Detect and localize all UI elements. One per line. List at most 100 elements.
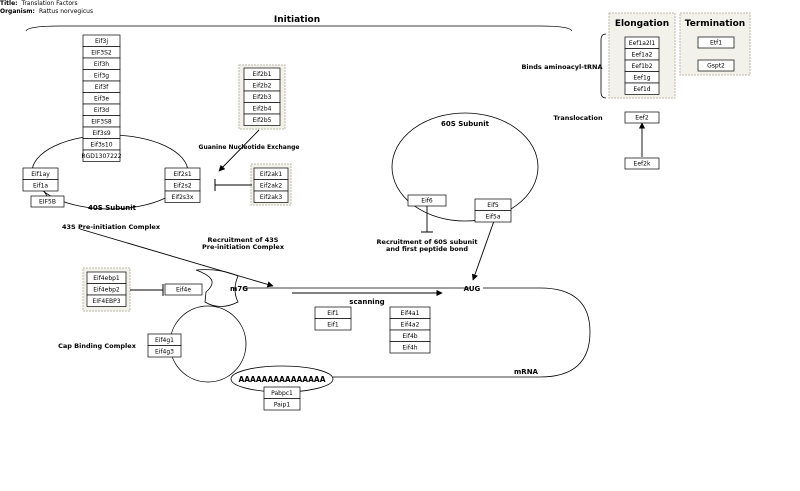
gene-label: Eif3s9 — [92, 130, 111, 137]
gene-box[interactable]: Eef1b2 — [624, 59, 660, 72]
gene-box[interactable]: Eif4ebp2 — [86, 283, 127, 296]
gene-box[interactable]: Eif4g3 — [147, 345, 182, 358]
gene-box[interactable]: Eif6 — [407, 194, 447, 207]
gene-label: Eif3s10 — [90, 141, 112, 148]
gene-box[interactable]: Eif3d — [82, 103, 121, 116]
gene-box[interactable]: Eif2s3x — [164, 190, 201, 203]
gene-box-frame — [86, 294, 127, 307]
initiation-heading: Initiation — [274, 15, 320, 25]
gene-label: Eif4ebp2 — [93, 286, 120, 293]
gene-box-frame — [697, 59, 735, 72]
gene-box[interactable]: Eif2b4 — [243, 102, 281, 115]
gene-box[interactable]: Eif5a — [474, 210, 512, 223]
gene-label: Eif5a — [485, 213, 500, 220]
gene-box-frame — [243, 113, 281, 126]
gene-box[interactable]: Eif3e — [82, 92, 121, 105]
subunit-60s-label: 60S Subunit — [441, 120, 490, 128]
gene-box[interactable]: Eef1g — [624, 71, 660, 84]
m7g-label: m7G — [230, 285, 248, 293]
gene-label: RGD1307222 — [81, 153, 121, 160]
gene-box[interactable]: EIF3S8 — [82, 115, 121, 128]
gene-box[interactable]: Eif2b1 — [243, 67, 281, 80]
gene-box[interactable]: Eif4e — [164, 283, 203, 296]
gene-boxes: Eif3jEIF3S2Eif3hEif3gEif3fEif3eEif3dEIF3… — [22, 34, 735, 411]
gene-box[interactable]: Eif1a — [22, 179, 59, 192]
gene-box[interactable]: Eif3s9 — [82, 126, 121, 139]
gene-box-frame — [624, 82, 660, 95]
gene-box[interactable]: Eif1ay — [22, 167, 59, 180]
gene-label: Eif4g1 — [155, 337, 174, 344]
gene-label: Eif1 — [327, 310, 339, 317]
gene-label: Eif6 — [421, 198, 433, 205]
gene-box[interactable]: Eif4ebp1 — [86, 271, 127, 284]
gene-box[interactable]: Eif2b5 — [243, 113, 281, 126]
organism-label: Organism: — [0, 8, 35, 15]
gene-box[interactable]: Eif2b2 — [243, 79, 281, 92]
gene-box[interactable]: Eif4a2 — [389, 318, 431, 331]
gene-box[interactable]: Eif4h — [389, 341, 431, 354]
gene-label: Eif4a1 — [401, 310, 420, 317]
gene-box[interactable]: Eif1 — [314, 318, 352, 331]
gene-label: Eef1a2 — [632, 51, 653, 58]
gene-label: Eef2k — [634, 161, 651, 168]
gene-box[interactable]: Eif2s1 — [164, 167, 201, 180]
gene-box-frame — [164, 190, 201, 203]
gene-box[interactable]: Gspt2 — [697, 59, 735, 72]
gene-box[interactable]: Etf1 — [697, 36, 735, 49]
gene-label: Eif3e — [94, 95, 109, 102]
gene-box[interactable]: Eef1a2 — [624, 48, 660, 61]
gene-box[interactable]: Eif2ak2 — [253, 179, 289, 192]
cap-binding-label: Cap Binding Complex — [58, 342, 137, 350]
gene-box[interactable]: Eif2b3 — [243, 90, 281, 103]
gene-box[interactable]: Eif2ak1 — [253, 167, 289, 180]
elongation-heading: Elongation — [615, 19, 669, 29]
recruit-60s-arrow — [471, 220, 495, 281]
gene-box[interactable]: Eef1a2l1 — [624, 36, 660, 49]
gene-box[interactable]: EIF4EBP3 — [86, 294, 127, 307]
gene-label: Eif2s3x — [172, 194, 194, 201]
gene-box[interactable]: Eif3f — [82, 80, 121, 93]
initiation-brace — [25, 25, 573, 32]
gene-box[interactable]: EIF5B — [30, 195, 65, 208]
gene-label: Gspt2 — [707, 63, 725, 70]
gene-box[interactable]: Eif3g — [82, 69, 121, 82]
gene-box[interactable]: Eif4a1 — [389, 306, 431, 319]
gene-box-frame — [30, 195, 65, 208]
termination-heading: Termination — [685, 19, 745, 29]
gene-box[interactable]: Eef2 — [624, 111, 660, 124]
gene-box[interactable]: Eef1d — [624, 82, 660, 95]
title-label: Title: — [0, 0, 18, 7]
recruit-43s-arrow — [79, 228, 274, 288]
cap-binding-shape — [169, 305, 247, 383]
gene-box[interactable]: Eif2s2 — [164, 179, 201, 192]
gene-box[interactable]: Eif4b — [389, 329, 431, 342]
gene-label: Eif3j — [95, 38, 108, 45]
gene-box[interactable]: Eif5 — [474, 198, 512, 211]
gene-label: Eif4h — [402, 344, 417, 351]
gene-box[interactable]: Pabpc1 — [263, 386, 301, 399]
gene-box[interactable]: Paip1 — [263, 398, 301, 411]
gene-label: Eif4g3 — [155, 348, 174, 355]
gene-box[interactable]: Eif3j — [82, 34, 121, 47]
gene-label: Eif2s2 — [173, 182, 192, 189]
eif5b-connector — [43, 190, 48, 197]
gene-box[interactable]: EIF3S2 — [82, 46, 121, 59]
mrna-label: mRNA — [514, 368, 539, 376]
gene-box[interactable]: Eif2ak3 — [253, 190, 289, 203]
gene-label: Eif4e — [176, 287, 191, 294]
organism-value: Rattus norvegicus — [38, 8, 94, 15]
gene-label: Eif2ak2 — [260, 182, 283, 189]
gene-label: Eif4b — [402, 333, 417, 340]
gene-label: Eif4ebp1 — [93, 275, 120, 282]
gene-label: Eif2ak3 — [260, 194, 283, 201]
gene-box[interactable]: Eif1 — [314, 306, 352, 319]
gene-label: Eif5 — [487, 202, 499, 209]
gene-box[interactable]: Eif3h — [82, 57, 121, 70]
gene-label: Eif2b5 — [252, 117, 271, 124]
gene-box[interactable]: Eef2k — [624, 157, 660, 170]
gene-box[interactable]: Eif3s10 — [82, 138, 121, 151]
polya-label: AAAAAAAAAAAAAAA — [238, 375, 325, 384]
gene-box[interactable]: RGD1307222 — [81, 149, 122, 162]
title-value: Translation Factors — [21, 0, 78, 7]
gene-box[interactable]: Eif4g1 — [147, 333, 182, 346]
